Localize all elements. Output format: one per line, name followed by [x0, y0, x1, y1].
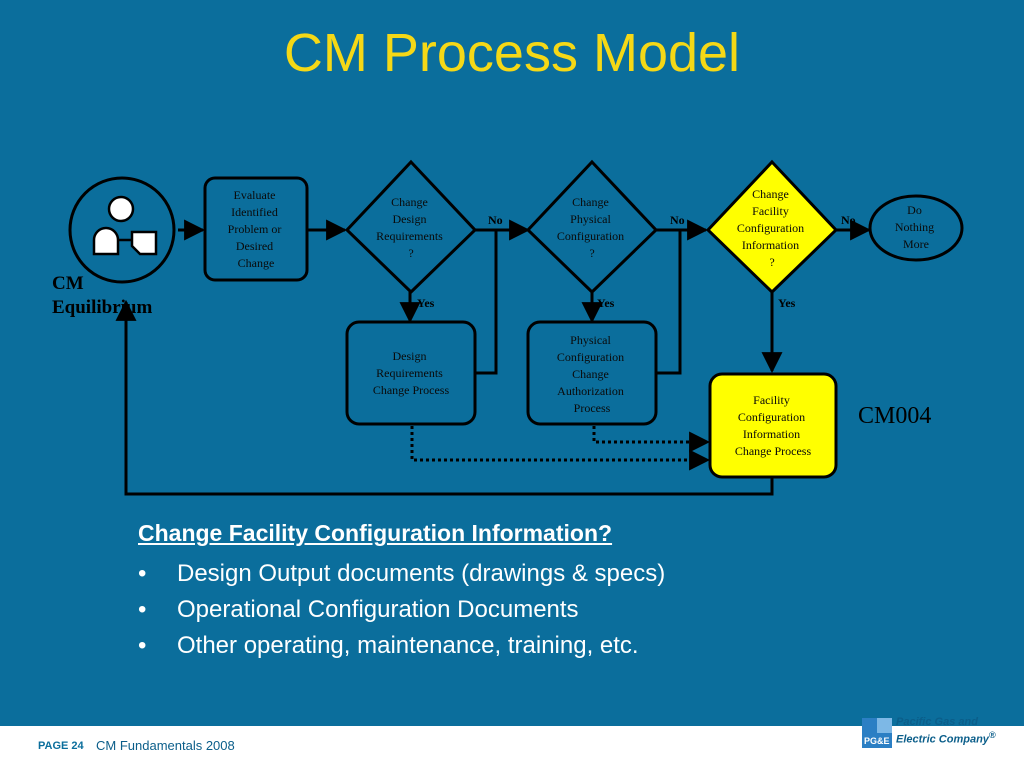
page-title: CM Process Model — [283, 23, 741, 83]
course-title: CM Fundamentals 2008 — [96, 738, 235, 753]
svg-text:Change Facility Co: Change Facility Configuration Informatio… — [737, 187, 807, 269]
bullet-dot-icon: • — [138, 560, 147, 587]
cm-code-label: CM004 — [858, 403, 932, 429]
bullet-dot-icon: • — [138, 632, 147, 659]
svg-text:Facility Configuration: Facility Configuration Information Chang… — [735, 393, 812, 458]
svg-text:Physical Configuration: Physical Configuration Change Authorizat… — [557, 333, 627, 415]
footer: PAGE 24 CM Fundamentals 2008 PG&E Pacifi… — [0, 716, 1024, 768]
bullet-item: •Operational Configuration Documents — [138, 592, 665, 628]
yes-label: Yes — [778, 296, 796, 310]
evaluate-line: Change — [238, 256, 275, 270]
no-label: No — [670, 213, 685, 227]
evaluate-line: Desired — [236, 239, 273, 253]
do-nothing-ellipse: Do Nothing More — [868, 194, 964, 262]
cm-equilibrium-label: CM Equilibrium — [52, 272, 152, 320]
bullet-dot-icon: • — [138, 596, 147, 623]
no-label: No — [841, 213, 856, 227]
yes-label: Yes — [597, 296, 615, 310]
design-requirements-process-box: Design Requirements Change Process — [345, 320, 477, 426]
svg-text:PG&E: PG&E — [864, 736, 890, 746]
evaluate-line: Evaluate — [234, 188, 276, 202]
bullet-list: •Design Output documents (drawings & spe… — [138, 556, 665, 664]
process-flowchart: Evaluate Identified Problem or Desired C… — [68, 159, 964, 496]
bullet-item: •Other operating, maintenance, training,… — [138, 628, 665, 664]
pge-logo-icon: PG&E — [862, 718, 892, 748]
evaluate-line: Problem or — [228, 222, 282, 236]
person-document-icon — [68, 176, 176, 284]
cm-equilibrium-line: CM — [52, 273, 84, 294]
yes-label: Yes — [417, 296, 435, 310]
connectors — [115, 219, 872, 496]
decision-facility-configuration: Change Facility Configuration Informatio… — [705, 159, 839, 295]
bullet-item: •Design Output documents (drawings & spe… — [138, 556, 665, 592]
dotted-connectors — [410, 426, 711, 471]
page-number: PAGE 24 — [38, 740, 84, 752]
subheading: Change Facility Configuration Informatio… — [138, 520, 613, 546]
svg-text:Evaluate Identified: Evaluate Identified Problem or Desired C… — [228, 188, 285, 270]
evaluate-line: Identified — [231, 205, 278, 219]
svg-text:Design Requirements: Design Requirements Change Process — [373, 349, 450, 397]
decision-physical-configuration: Change Physical Configuration ? — [525, 159, 659, 295]
cm-equilibrium-line: Equilibrium — [52, 297, 153, 318]
svg-text:Change Physical Co: Change Physical Configuration ? — [557, 195, 627, 260]
facility-configuration-process-box: Facility Configuration Information Chang… — [708, 372, 838, 479]
no-label: No — [488, 213, 503, 227]
svg-text:Do Nothing More: Do Nothing More — [895, 203, 937, 251]
evaluate-box: Evaluate Identified Problem or Desired C… — [203, 176, 309, 282]
decision-design-requirements: Change Design Requirements ? — [344, 159, 478, 295]
svg-text:Change Design Requ: Change Design Requirements ? — [376, 195, 446, 260]
physical-configuration-process-box: Physical Configuration Change Authorizat… — [526, 320, 658, 426]
company-name: Pacific Gas and Electric Company® — [896, 716, 996, 746]
